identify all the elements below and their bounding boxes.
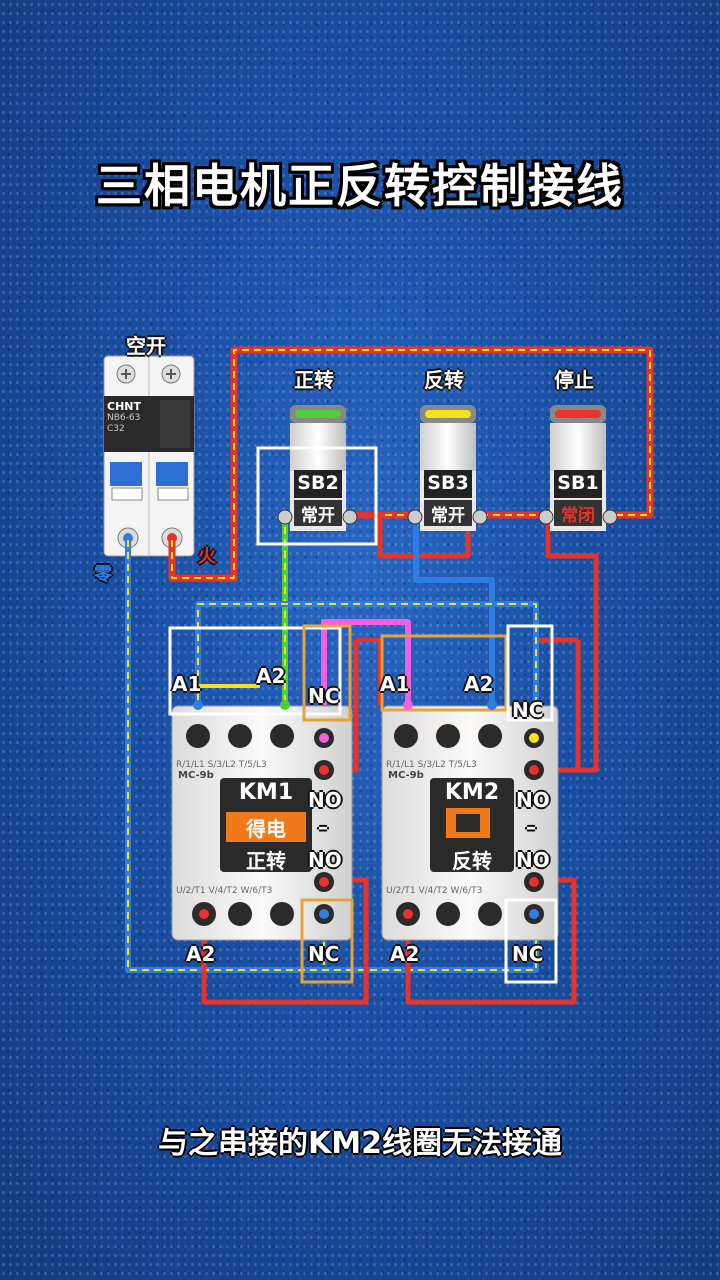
km1-coil-a1: A1 [172,672,202,696]
km1-a2-bottom: A2 [186,942,216,966]
km2-coil-a1: A1 [380,672,410,696]
button-sb2-top-label: 正转 [294,368,334,392]
caption-subtitle: 与之串接的KM2线圈无法接通 [158,1126,562,1161]
km2-no-1: NO [516,788,550,812]
km2-dash: – [526,815,536,839]
page-title: 三相电机正反转控制接线 [96,159,624,213]
terminal-dots [193,700,539,919]
contactor-km2 [380,624,559,984]
button-sb3-id: SB3 [427,472,469,494]
km1-coil-a2: A2 [256,664,286,688]
km2-bottom-terminals: U/2/T1 V/4/T2 W/6/T3 [386,886,483,896]
km1-dash: – [318,815,328,839]
km2-function: 反转 [452,849,492,873]
km1-id: KM1 [238,780,294,805]
breaker-brand: CHNT [107,400,141,413]
button-sb1-type: 常闭 [561,506,595,526]
button-sb3-type: 常开 [431,506,465,526]
km2-nc-bottom: NC [512,942,544,966]
neutral-label: 零 [94,564,112,585]
km1-top-terminals: R/1/L1 S/3/L2 T/5/L3 [176,760,267,770]
button-sb1-id: SB1 [557,472,599,494]
button-sb3-top-label: 反转 [424,368,464,392]
breaker-rating: C32 [107,424,125,434]
km2-top-terminals: R/1/L1 S/3/L2 T/5/L3 [386,760,477,770]
live-label: 火 [198,546,216,567]
button-sb2-type: 常开 [301,506,335,526]
button-sb3 [420,405,476,531]
breaker-model: NB6-63 [107,413,141,423]
km2-a2-bottom: A2 [390,942,420,966]
button-sb1 [550,405,606,531]
breaker-label: 空开 [126,334,166,358]
button-terminals [277,509,618,525]
button-sb1-top-label: 停止 [554,368,594,392]
button-sb2 [256,405,378,546]
km1-nc-top: NC [308,684,340,708]
km2-coil-a2: A2 [464,672,494,696]
km1-no-2: NO [308,848,342,872]
circuit-breaker [103,355,195,557]
km1-function: 正转 [246,849,286,873]
km2-no-2: NO [516,848,550,872]
km1-bottom-terminals: U/2/T1 V/4/T2 W/6/T3 [176,886,273,896]
km1-nc-bottom: NC [308,942,340,966]
km1-no-1: NO [308,788,342,812]
button-sb2-id: SB2 [297,472,339,494]
km2-id: KM2 [444,780,500,805]
km2-model: MC-9b [388,770,424,781]
km1-state: 得电 [246,817,286,841]
km2-nc-top: NC [512,698,544,722]
km1-model: MC-9b [178,770,214,781]
contactor-km1 [168,624,354,984]
